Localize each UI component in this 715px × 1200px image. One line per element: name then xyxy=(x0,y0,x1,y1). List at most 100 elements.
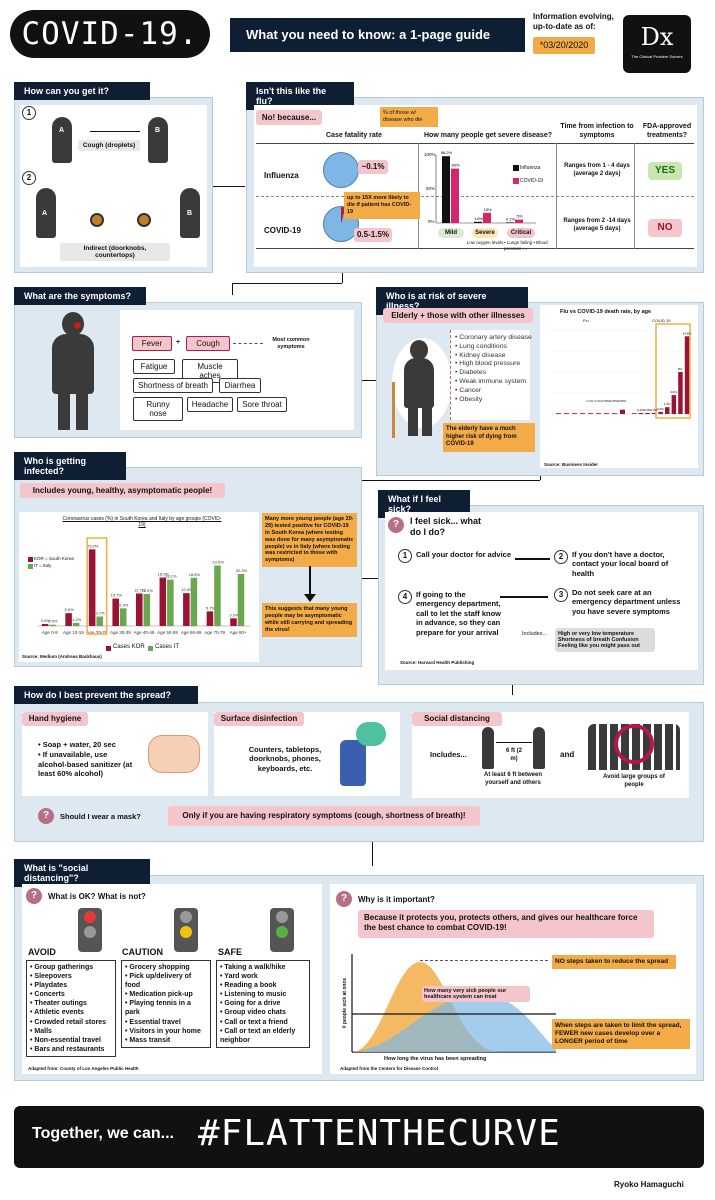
bar xyxy=(230,618,237,626)
bar xyxy=(119,608,127,626)
logo-text: Dx xyxy=(640,23,674,51)
fifteen-x-note: up to 15X more likely to die if patient … xyxy=(344,192,420,219)
y-axis-label: # people sick at once xyxy=(341,977,348,1029)
symptom-shortness-of-breath: Shortness of breath xyxy=(133,378,213,393)
bar-value-label: 12.5% xyxy=(142,588,154,593)
flu-bar xyxy=(596,413,601,414)
covid-cfr-value: 0.5-1.5% xyxy=(354,228,392,242)
flu-bar xyxy=(564,413,569,414)
person-b-label: B xyxy=(155,127,161,134)
plus-sign: + xyxy=(176,339,181,346)
legend-influenza: Influenza xyxy=(520,165,541,171)
safe-heading: SAFE xyxy=(218,947,243,957)
bar xyxy=(143,593,151,626)
legend-cases-it: Cases IT xyxy=(155,644,180,650)
connector-line xyxy=(540,476,541,480)
arrow-right-icon xyxy=(362,380,376,381)
arrow-down-icon xyxy=(304,594,316,602)
why-answer: Because it protects you, protects others… xyxy=(358,910,654,938)
col-divider xyxy=(556,143,557,249)
hand-item: If unavailable, use alcohol-based saniti… xyxy=(38,750,138,779)
risk-item: Lung conditions xyxy=(455,343,533,352)
symptoms-header: What are the symptoms? xyxy=(14,287,146,305)
avoid-heading: AVOID xyxy=(28,947,56,957)
critical-label: Critical xyxy=(507,228,535,238)
bar-value-label: 18.9% xyxy=(158,572,170,577)
covid-bar xyxy=(678,372,683,414)
arrow-down-icon xyxy=(309,566,311,596)
hand-washing-icon xyxy=(148,735,200,773)
question-icon: ? xyxy=(38,808,54,824)
covid-value-label: 0.4% xyxy=(657,407,664,411)
caution-heading: CAUTION xyxy=(122,947,163,957)
title-badge: COVID-19. xyxy=(10,10,210,58)
death-rate-chart-panel xyxy=(540,305,698,468)
bar-value-label: 0.5% xyxy=(49,619,59,624)
age-chart-title: Coronavirus cases (%) in South Korea and… xyxy=(62,516,222,529)
bar-value-label: 15% xyxy=(483,207,491,212)
covid-value-label: 8% xyxy=(678,367,683,371)
connector-line xyxy=(232,283,342,284)
hand-item: Soap + water, 20 sec xyxy=(38,740,138,750)
x-tick-label: Age 40-49 xyxy=(134,630,155,635)
time-heading: Time from infection to symptoms xyxy=(560,123,634,139)
risk-item: Weak immune system xyxy=(455,378,533,387)
bar xyxy=(49,624,56,626)
flu-cfr-value: ~0.1% xyxy=(358,160,388,174)
severe-label: Severe xyxy=(472,228,498,238)
caution-item: Grocery shopping xyxy=(125,963,207,972)
risk-item: Obesity xyxy=(455,396,533,405)
symptom-diarrhea: Diarrhea xyxy=(219,378,261,393)
flu-bar xyxy=(580,413,585,414)
fda-no-badge: NO xyxy=(648,219,682,237)
flu-bar xyxy=(612,413,617,414)
hand-hygiene-title: Hand hygiene xyxy=(22,712,88,726)
age-chart-source: Source: Medium (Andreas Backhaus) xyxy=(22,654,102,659)
step-1-text: Call your doctor for advice xyxy=(416,550,512,559)
x-tick-label: Age 70-79 xyxy=(204,630,225,635)
step-4-text: If going to the emergency department, ca… xyxy=(416,590,502,637)
safe-item: Yard work xyxy=(220,972,306,981)
symptom-fatigue: Fatigue xyxy=(133,359,175,374)
bar-value-label: 5.7% xyxy=(206,605,216,610)
caution-list: Grocery shoppingPick up/delivery of food… xyxy=(121,960,211,1048)
arrow-right-icon xyxy=(515,558,550,560)
bar xyxy=(190,577,198,626)
safe-item: Taking a walk/hike xyxy=(220,963,306,972)
no-steps-label: NO steps taken to reduce the spread xyxy=(552,955,676,970)
risk-banner: Elderly + those with other illnesses xyxy=(383,308,533,323)
flu-value-label: 0.1% xyxy=(587,399,594,403)
arrow-right-icon xyxy=(362,578,378,579)
covid-value-label: 0.2% xyxy=(644,408,651,412)
bar xyxy=(515,219,523,223)
author: Ryoko Hamaguchi xyxy=(614,1180,684,1189)
fda-heading: FDA-approved treatments? xyxy=(642,123,692,139)
ok-question: What is OK? What is not? xyxy=(48,892,146,901)
low-oxygen-note: Low oxygen levels xyxy=(466,240,504,245)
bar xyxy=(72,622,80,626)
flatten-curve-chart xyxy=(351,954,556,1053)
connector-line xyxy=(192,480,540,481)
prevent-header: How do I best prevent the spread? xyxy=(14,686,198,704)
covid-bar xyxy=(651,412,657,414)
bar xyxy=(183,593,190,626)
risk-item: Cancer xyxy=(455,387,533,396)
logo-subtitle: The Clinical Problem Solvers xyxy=(631,54,683,59)
death-rate-chart-title: Flu vs COVID-19 death rate, by age xyxy=(560,309,652,315)
covid-bar xyxy=(665,407,670,414)
bar-value-label: 1.8% xyxy=(474,216,484,221)
safe-item: Call or text a friend xyxy=(220,1018,306,1027)
bar xyxy=(506,222,514,223)
includes-label: Includes... xyxy=(522,631,548,637)
person-icon xyxy=(482,727,494,769)
bar-value-label: 23.6% xyxy=(212,560,224,565)
mild-label: Mild xyxy=(438,228,464,238)
connector-line xyxy=(342,273,343,283)
and-label: and xyxy=(560,750,575,759)
bar-value-label: 20.3% xyxy=(236,568,248,573)
covid-incubation: Ranges from 2 -14 days (average 5 days) xyxy=(563,218,631,232)
bar-value-label: 3.0% xyxy=(229,612,239,617)
bar-value-label: 1.2% xyxy=(72,617,82,622)
comparison-frame xyxy=(256,143,694,249)
symptom-runny-nose: Runny nose xyxy=(133,397,183,421)
